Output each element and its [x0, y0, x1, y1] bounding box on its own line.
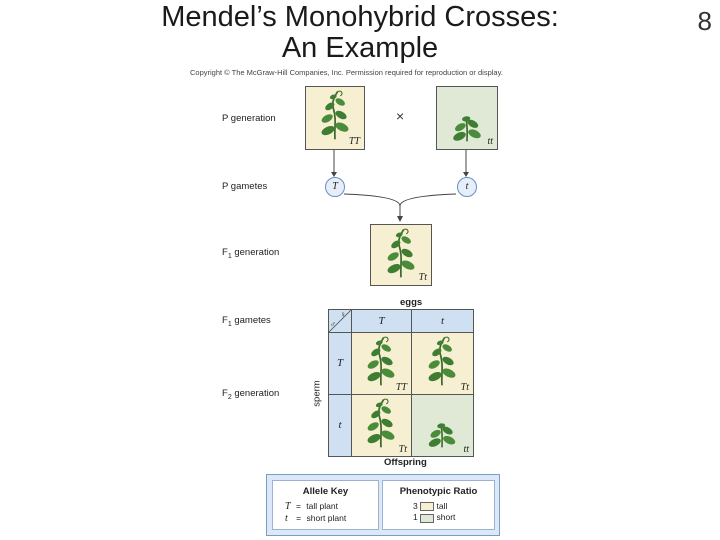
genotype-label: Tt [460, 382, 469, 393]
allele-key: Allele Key T = tall plant t = short plan… [272, 480, 379, 530]
sperm-allele-header: T [329, 333, 352, 395]
pea-plant-icon [355, 335, 407, 387]
genotype-label: tt [487, 136, 493, 147]
slide-title-line1: Mendel’s Monohybrid Crosses: [161, 1, 559, 33]
p-parent-tall: TT [305, 86, 365, 150]
sperm-allele-header: t [329, 395, 352, 456]
arrowhead [397, 216, 403, 222]
allele-key-row: t = short plant [285, 513, 347, 524]
punnett-corner: ♀ ♂ [329, 310, 352, 333]
ratio-row: 3 tall [413, 501, 448, 512]
female-symbol: ♀ [340, 310, 346, 319]
male-symbol: ♂ [330, 320, 336, 329]
punnett-cell: tt [412, 395, 473, 456]
genotype-label: tt [463, 444, 469, 455]
genotype-label: Tt [398, 444, 407, 455]
eggs-label: eggs [400, 297, 423, 308]
slide-title-line2: An Example [281, 32, 439, 64]
tall-swatch [420, 502, 435, 512]
label-p-gametes: P gametes [222, 181, 268, 192]
pea-plant-icon [418, 401, 466, 449]
label-f1-generation: F1 generation [222, 247, 280, 260]
phenotypic-ratio-title: Phenotypic Ratio [399, 486, 478, 497]
short-swatch [420, 513, 435, 523]
f1-plant: Tt [370, 224, 432, 286]
p-gamete-dominant: T [325, 177, 345, 197]
sperm-label-wrap: sperm [312, 380, 326, 410]
pea-plant-icon [309, 89, 361, 141]
allele-key-row: T = tall plant [285, 501, 338, 512]
punnett-cell: Tt [352, 395, 412, 456]
genotype-label: TT [395, 382, 407, 393]
punnett-cell: TT [352, 333, 412, 395]
sperm-label: sperm [311, 380, 323, 407]
genotype-label: TT [348, 136, 360, 147]
pea-plant-icon [442, 93, 492, 143]
copyright-notice: Copyright © The McGraw-Hill Companies, I… [190, 68, 503, 77]
p-parent-short: tt [436, 86, 498, 150]
pea-plant-icon [416, 335, 468, 387]
gamete-connectors [331, 150, 469, 222]
genotype-label: Tt [418, 272, 427, 283]
arrowhead [331, 172, 337, 177]
pea-plant-icon [355, 397, 407, 449]
page-number: 8 [697, 6, 712, 36]
punnett-square: ♀ ♂ T t T t TT Tt Tt tt [328, 309, 474, 457]
label-p-generation: P generation [222, 113, 276, 124]
offspring-label: Offspring [384, 457, 427, 468]
punnett-cell: Tt [412, 333, 473, 395]
cross-symbol: × [396, 108, 405, 124]
allele-key-title: Allele Key [302, 486, 349, 497]
arrowhead [463, 172, 469, 177]
egg-allele-header: T [352, 310, 412, 333]
p-gamete-recessive: t [457, 177, 477, 197]
ratio-row: 1 short [413, 512, 456, 523]
phenotypic-ratio: Phenotypic Ratio 3 tall 1 short [382, 480, 495, 530]
key-panel: Allele Key T = tall plant t = short plan… [266, 474, 500, 536]
label-f1-gametes: F1 gametes [222, 315, 271, 328]
label-f2-generation: F2 generation [222, 388, 280, 401]
egg-allele-header: t [412, 310, 473, 333]
